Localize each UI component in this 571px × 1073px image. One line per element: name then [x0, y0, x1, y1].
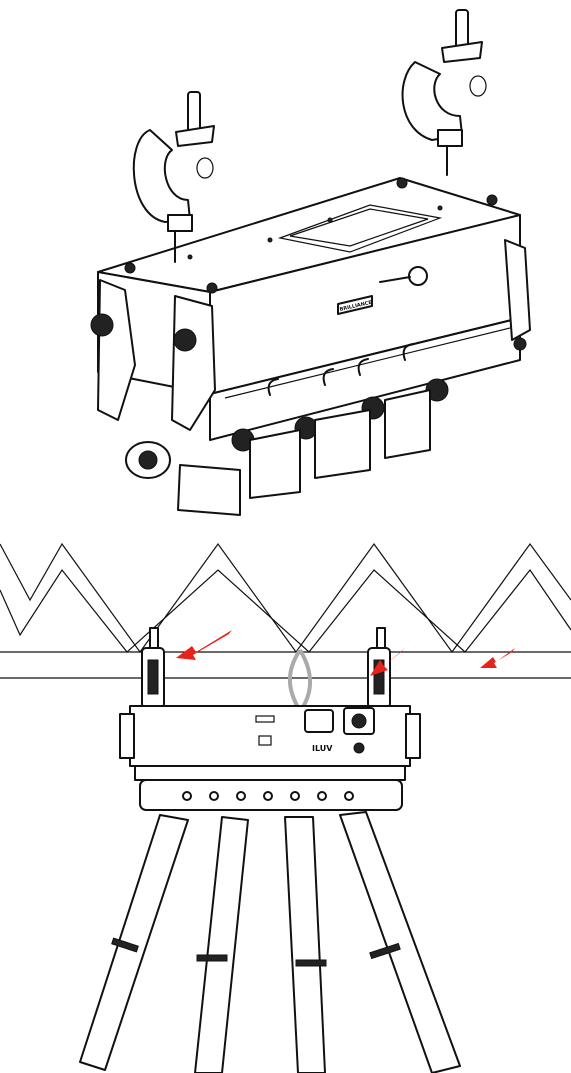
- mid-bracket: [171, 295, 216, 431]
- isometric-fixture-illustration: BRILLIANCE: [0, 0, 571, 530]
- brand-plate: BRILLIANCE: [337, 295, 373, 315]
- lens-block: [177, 464, 241, 516]
- right-bracket: [504, 239, 531, 341]
- clamp-left-icon: [132, 91, 215, 263]
- warning-arrows: [176, 630, 515, 676]
- arrow-icon: [176, 630, 232, 660]
- clamp-right-icon: [367, 627, 391, 709]
- safety-eye-bolt-icon: [408, 266, 428, 286]
- truss-mounting-illustration: ILUV: [0, 530, 571, 1073]
- connector-port: [304, 709, 334, 733]
- clamp-left-icon: [141, 627, 165, 709]
- brand-logo: ILUV: [312, 744, 333, 753]
- clamp-right-icon: [401, 9, 487, 176]
- safety-cable: [288, 648, 313, 714]
- arrow-icon: [480, 648, 515, 668]
- arrow-icon: [370, 648, 405, 676]
- lens-tubes: [79, 811, 461, 1073]
- knob-icon: [90, 313, 449, 452]
- truss-frame: [0, 542, 571, 679]
